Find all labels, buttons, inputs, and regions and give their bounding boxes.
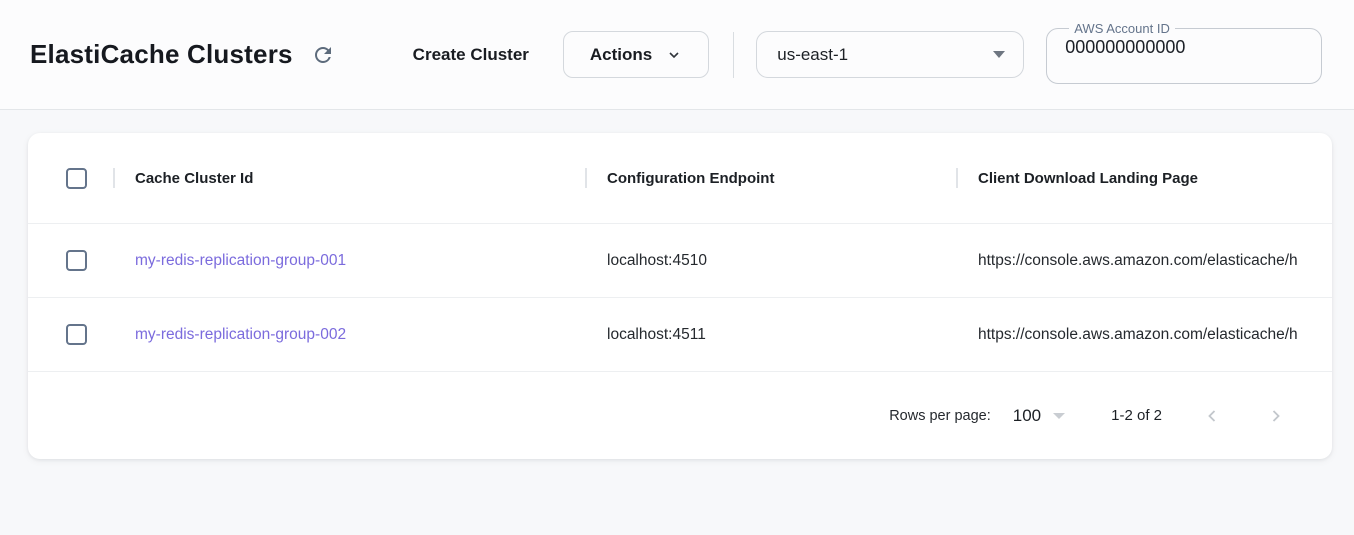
caret-down-icon [993,51,1006,58]
chevron-right-icon [1266,406,1286,426]
cluster-id-link[interactable]: my-redis-replication-group-002 [135,325,347,343]
column-header-label: Cache Cluster Id [135,169,254,187]
column-separator [956,168,958,188]
create-cluster-button[interactable]: Create Cluster [412,44,529,64]
column-header-cache-cluster-id: Cache Cluster Id [113,168,585,188]
previous-page-button[interactable] [1198,402,1226,430]
header-checkbox-cell [28,167,113,189]
main-content: Cache Cluster Id Configuration Endpoint … [0,133,1354,459]
cell-client-download-landing-page: https://console.aws.amazon.com/elasticac… [978,325,1298,343]
aws-account-id-label: AWS Account ID [1074,20,1170,36]
cluster-id-link[interactable]: my-redis-replication-group-001 [135,251,347,269]
rows-per-page-value: 100 [1012,405,1042,425]
column-separator [585,168,587,188]
refresh-icon [311,43,335,67]
row-checkbox[interactable] [66,324,87,345]
column-header-label: Client Download Landing Page [978,169,1199,187]
region-select-value: us-east-1 [777,44,849,64]
select-all-checkbox[interactable] [66,167,87,189]
rows-per-page-label: Rows per page: [889,407,991,424]
cell-cache-cluster-id: my-redis-replication-group-001 [113,252,585,270]
rows-per-page-select[interactable]: 100 [1012,405,1066,426]
column-header-client-download-landing-page: Client Download Landing Page [956,168,1332,188]
table-pagination: Rows per page: 100 1-2 of 2 [28,372,1332,459]
cell-configuration-endpoint: localhost:4510 [607,251,707,269]
toolbar-divider [733,31,735,78]
column-header-label: Configuration Endpoint [607,169,775,187]
row-checkbox[interactable] [66,250,87,271]
aws-account-id-input[interactable] [1061,34,1308,68]
top-bar: ElastiCache Clusters Create Cluster Acti… [0,0,1354,110]
cell-cache-cluster-id: my-redis-replication-group-002 [113,326,585,344]
caret-down-icon [1053,412,1066,419]
row-checkbox-cell [28,324,113,345]
actions-button[interactable]: Actions [562,31,710,78]
table-row: my-redis-replication-group-001 localhost… [28,224,1332,298]
actions-button-label: Actions [589,44,653,64]
region-select[interactable]: us-east-1 [756,31,1025,78]
cell-configuration-endpoint: localhost:4511 [607,325,706,343]
page-title: ElastiCache Clusters [30,39,293,69]
next-page-button[interactable] [1262,402,1290,430]
pagination-range-label: 1-2 of 2 [1111,407,1162,424]
clusters-table-card: Cache Cluster Id Configuration Endpoint … [28,133,1332,459]
chevron-down-icon [666,47,682,63]
column-separator [113,168,115,188]
row-checkbox-cell [28,250,113,271]
refresh-button[interactable] [309,41,337,69]
column-header-configuration-endpoint: Configuration Endpoint [585,168,956,188]
table-header-row: Cache Cluster Id Configuration Endpoint … [28,133,1332,224]
title-group: ElastiCache Clusters [30,39,337,70]
table-row: my-redis-replication-group-002 localhost… [28,298,1332,372]
aws-account-id-field: AWS Account ID [1046,20,1323,84]
cell-client-download-landing-page: https://console.aws.amazon.com/elasticac… [978,251,1298,269]
chevron-left-icon [1202,406,1222,426]
